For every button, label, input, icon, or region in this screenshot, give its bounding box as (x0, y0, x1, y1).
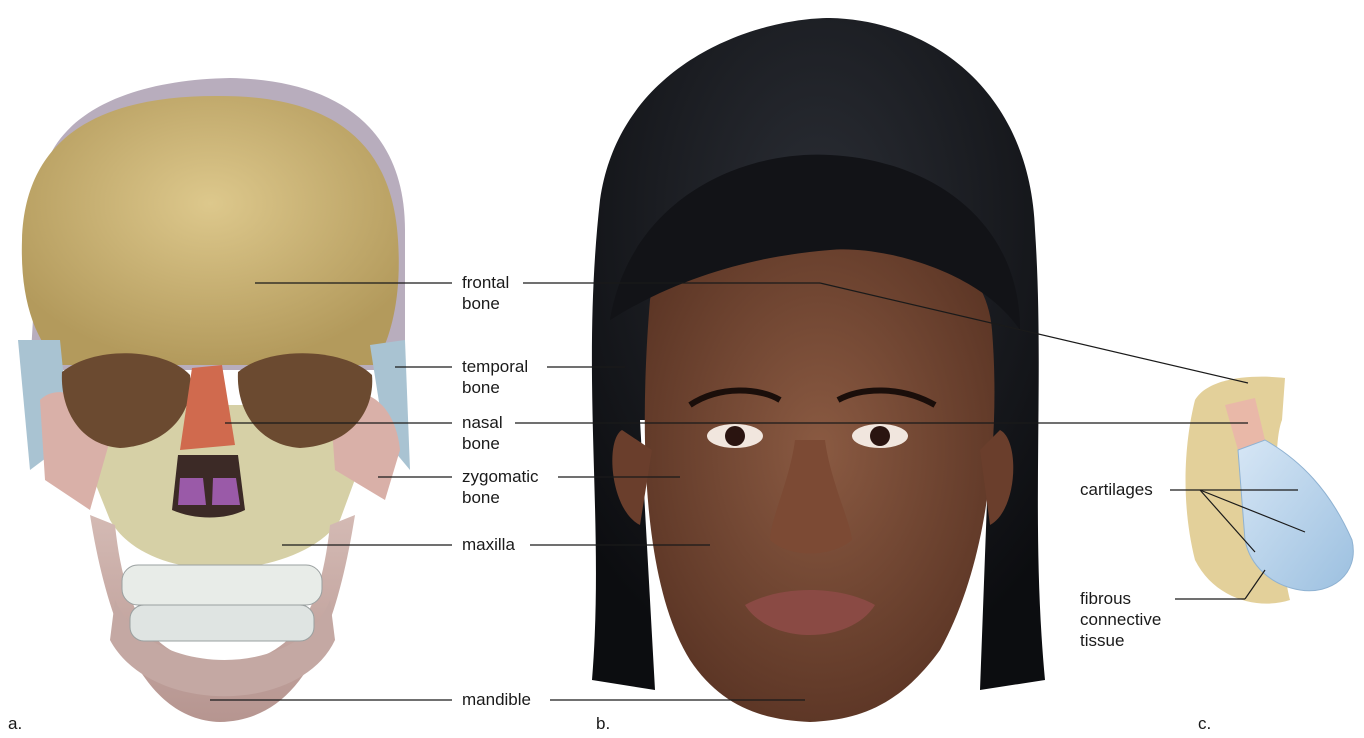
panel-label-b: b. (596, 714, 610, 734)
label-nasal-bone: nasal bone (462, 412, 503, 454)
label-maxilla: maxilla (462, 534, 515, 555)
label-zygomatic-bone: zygomatic bone (462, 466, 539, 508)
iris-left (725, 426, 745, 446)
label-fibrous-connective-tissue: fibrous connective tissue (1080, 588, 1161, 651)
frontal-bone-shape (22, 96, 399, 365)
label-cartilages: cartilages (1080, 479, 1153, 500)
nasal-concha-right (212, 478, 240, 505)
skull-illustration (18, 78, 410, 722)
label-mandible: mandible (462, 689, 531, 710)
upper-teeth (122, 565, 322, 605)
nasal-concha-left (178, 478, 206, 505)
label-frontal-bone: frontal bone (462, 272, 509, 314)
face-illustration (592, 18, 1045, 722)
panel-label-c: c. (1198, 714, 1211, 734)
lower-teeth (130, 605, 314, 641)
panel-label-a: a. (8, 714, 22, 734)
label-temporal-bone: temporal bone (462, 356, 528, 398)
iris-right (870, 426, 890, 446)
